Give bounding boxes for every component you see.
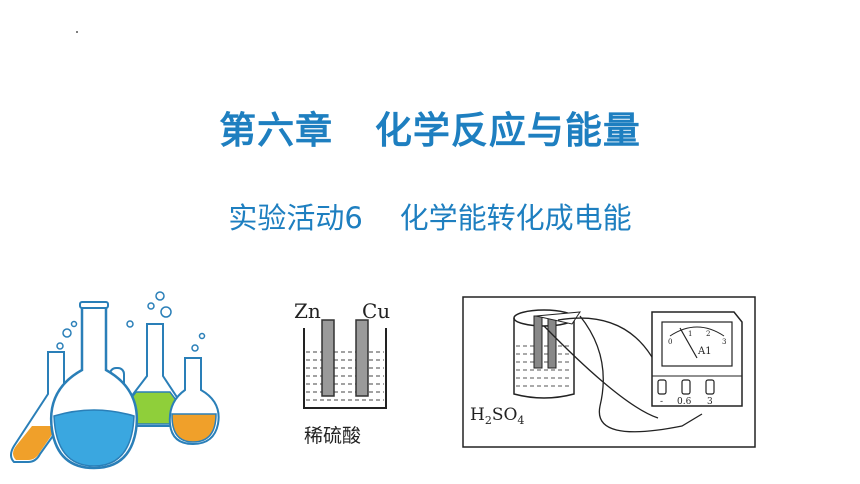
scale-0: 0 [668,338,672,346]
terminal-minus: - [660,397,663,407]
blue-flask [49,301,139,470]
h2so4-label: H2SO4 [470,405,524,427]
terminal-3: 3 [707,397,713,407]
lab-flasks-illustration [10,291,220,470]
slide-subtitle: 实验活动6 化学能转化成电能 [228,201,632,235]
cu-label: Cu [362,299,390,323]
scale-3: 3 [722,338,726,346]
circuit-beaker [513,309,581,399]
slide-title: 第六章 化学反应与能量 [219,109,641,152]
zn-label: Zn [294,299,321,323]
zn-cu-cell-diagram: Zn Cu [294,299,390,409]
orange-flask [168,357,220,446]
electrolyte-label: 稀硫酸 [304,425,362,447]
meter-label: A1 [697,346,712,357]
cu-electrode [355,319,369,397]
zn-electrode [321,319,335,397]
ammeter: 0 1 2 3 A1 - 0.6 3 [651,311,743,407]
scale-2: 2 [706,330,710,338]
scale-1: 1 [688,330,692,338]
bubbles [56,291,206,352]
beaker [303,328,387,409]
terminal-0-6: 0.6 [677,397,692,407]
ammeter-circuit-diagram: H2SO4 0 1 2 3 A1 - 0.6 3 [462,296,756,448]
slide-dot [76,31,78,33]
